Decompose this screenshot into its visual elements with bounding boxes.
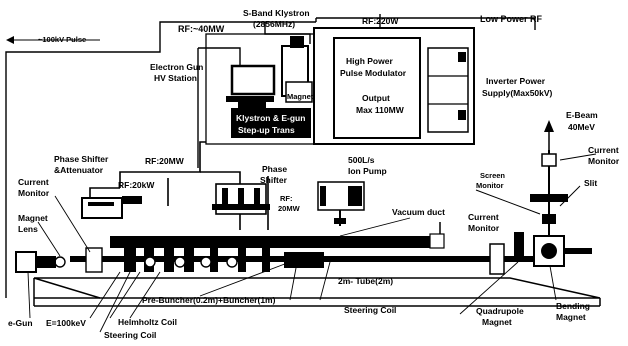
label-helmholtz: Helmholtz Coil (118, 317, 177, 327)
current-monitor-mid (490, 244, 504, 274)
label-rf-220w: RF:220W (362, 16, 399, 26)
quadrupole-magnet (514, 232, 524, 262)
label-bending-1: Bending (556, 301, 590, 311)
label-pulse-100kv: ~100kV Pulse (38, 35, 86, 44)
ion-pump (318, 182, 364, 226)
label-inverter-2: Supply(Max50kV) (482, 88, 553, 98)
magnet-lens (86, 248, 102, 272)
high-power-pulse-modulator (334, 38, 420, 138)
label-quadrupole-1: Quadrupole (476, 306, 524, 316)
label-klystron-title-1: S-Band Klystron (243, 8, 310, 18)
label-bending-2: Magnet (556, 312, 586, 322)
label-current-monitor-mid-1: Current (468, 212, 499, 222)
label-output-2: Max 110MW (356, 105, 405, 115)
label-steering-coil-center: Steering Coil (344, 305, 396, 315)
label-rf-20mw-center-2: 20MW (278, 204, 301, 213)
label-step-up-1: Klystron & E-gun (236, 113, 305, 123)
label-inverter-1: Inverter Power (486, 76, 546, 86)
label-ebeam-1: E-Beam (566, 110, 598, 120)
phase-shifter-attenuator (82, 196, 142, 218)
label-ion-pump-2: Ion Pump (348, 166, 387, 176)
label-hp-modulator-2: Pulse Modulator (340, 68, 407, 78)
label-rf-20mw-left: RF:20MW (145, 156, 185, 166)
label-current-monitor-mid-2: Monitor (468, 223, 500, 233)
label-buncher: Pre-Buncher(0.2m)+Buncher(1m) (142, 295, 276, 305)
slit (542, 214, 556, 224)
label-magnet: Magnet (287, 92, 314, 101)
label-phase-shifter-2: Shifter (260, 175, 288, 185)
label-slit: Slit (584, 178, 597, 188)
label-rf-40mw: RF:~40MW (178, 24, 225, 34)
label-quadrupole-2: Magnet (482, 317, 512, 327)
vacuum-duct (110, 222, 444, 248)
label-screen-monitor-2: Monitor (476, 181, 504, 190)
label-output-1: Output (362, 93, 390, 103)
label-egun: e-Gun (8, 318, 33, 328)
label-current-monitor-left-2: Monitor (18, 188, 50, 198)
label-phase-shifter-att-2: &Attenuator (54, 165, 104, 175)
label-current-monitor-right-1: Current (588, 145, 619, 155)
label-egun-hv-1: Electron Gun (150, 62, 203, 72)
label-magnet-lens-2: Lens (18, 224, 38, 234)
e-gun (16, 252, 36, 272)
label-klystron-title-2: (2856MHz) (253, 19, 295, 29)
label-rf-20kw: RF:20kW (118, 180, 155, 190)
label-step-up-2: Step-up Trans (238, 125, 295, 135)
current-monitor-right (542, 154, 556, 166)
phase-shifter (212, 184, 270, 214)
label-rf-20mw-center-1: RF: (280, 194, 293, 203)
label-screen-monitor-1: Screen (480, 171, 505, 180)
label-energy: E=100keV (46, 318, 86, 328)
label-tube-2m: 2m- Tube(2m) (338, 276, 393, 286)
modulator-assembly (314, 28, 474, 144)
label-phase-shifter-att-1: Phase Shifter (54, 154, 109, 164)
label-ebeam-2: 40MeV (568, 122, 595, 132)
label-hp-modulator-1: High Power (346, 56, 393, 66)
label-ion-pump-1: 500L/s (348, 155, 375, 165)
label-phase-shifter-1: Phase (262, 164, 287, 174)
label-magnet-lens-1: Magnet (18, 213, 48, 223)
label-steering-coil-bottom: Steering Coil (104, 330, 156, 340)
label-low-power-rf: Low Power RF (480, 14, 543, 24)
platform (34, 278, 600, 306)
label-current-monitor-right-2: Monitor (588, 156, 620, 166)
beam-line (16, 246, 450, 272)
label-vacuum-duct: Vacuum duct (392, 207, 445, 217)
label-egun-hv-2: HV Station (154, 73, 197, 83)
electron-gun-hv-station (232, 66, 274, 94)
label-current-monitor-left-1: Current (18, 177, 49, 187)
